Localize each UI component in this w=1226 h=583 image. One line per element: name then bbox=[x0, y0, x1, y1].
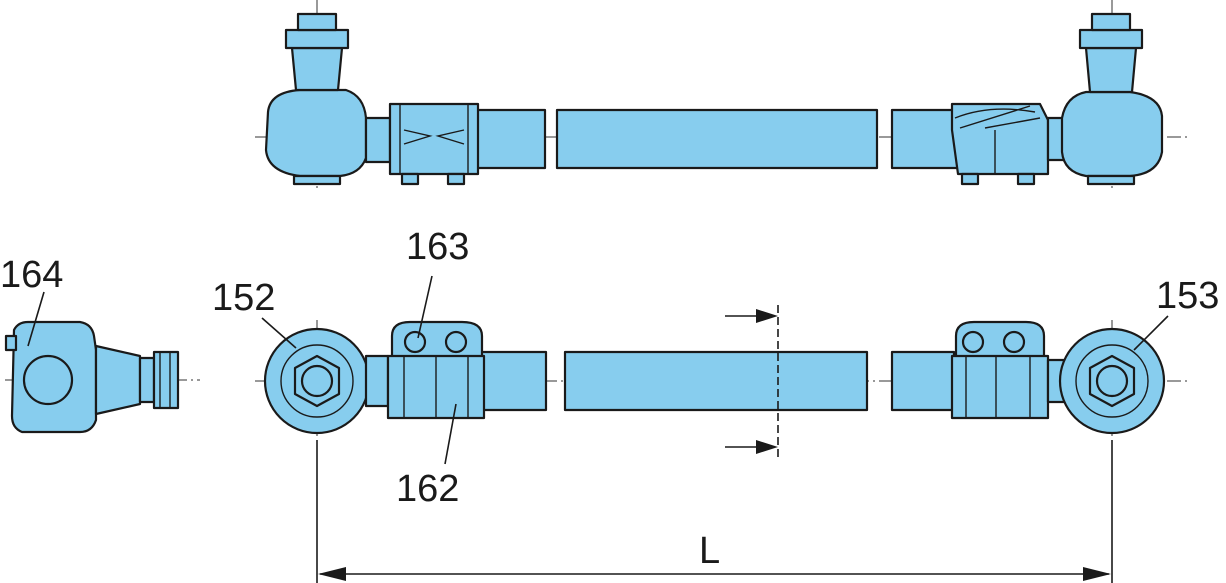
leader-162 bbox=[444, 403, 457, 465]
tube-segment bbox=[890, 350, 956, 412]
front-view bbox=[27, 275, 1190, 583]
clamp-162-163 bbox=[386, 320, 486, 420]
right-clamp-top bbox=[950, 102, 1066, 186]
left-ball-joint-top bbox=[264, 12, 392, 186]
leader-163 bbox=[417, 275, 433, 339]
section-marker bbox=[725, 305, 779, 458]
tube-segment bbox=[473, 108, 547, 170]
tube-segment bbox=[890, 108, 964, 170]
leader-152 bbox=[261, 317, 297, 349]
right-ball-joint-top bbox=[1060, 12, 1164, 186]
label-153: 153 bbox=[1156, 275, 1219, 317]
ball-joint-152 bbox=[263, 327, 390, 435]
ball-joint-153 bbox=[1046, 327, 1166, 435]
right-clamp-front bbox=[950, 320, 1050, 420]
label-dimension-L: L bbox=[699, 530, 720, 572]
tube-segment bbox=[476, 350, 548, 412]
label-163: 163 bbox=[406, 226, 469, 268]
leader-153 bbox=[1133, 315, 1169, 351]
label-152: 152 bbox=[212, 277, 275, 319]
left-clamp-top bbox=[388, 102, 480, 186]
label-164: 164 bbox=[0, 254, 63, 296]
end-view-164 bbox=[4, 320, 200, 434]
leader-164 bbox=[27, 291, 45, 347]
dimension-L bbox=[316, 440, 1113, 583]
label-162: 162 bbox=[396, 468, 459, 510]
tube-segment bbox=[555, 108, 879, 170]
top-view bbox=[255, 0, 1190, 192]
tube-segment bbox=[563, 350, 869, 412]
